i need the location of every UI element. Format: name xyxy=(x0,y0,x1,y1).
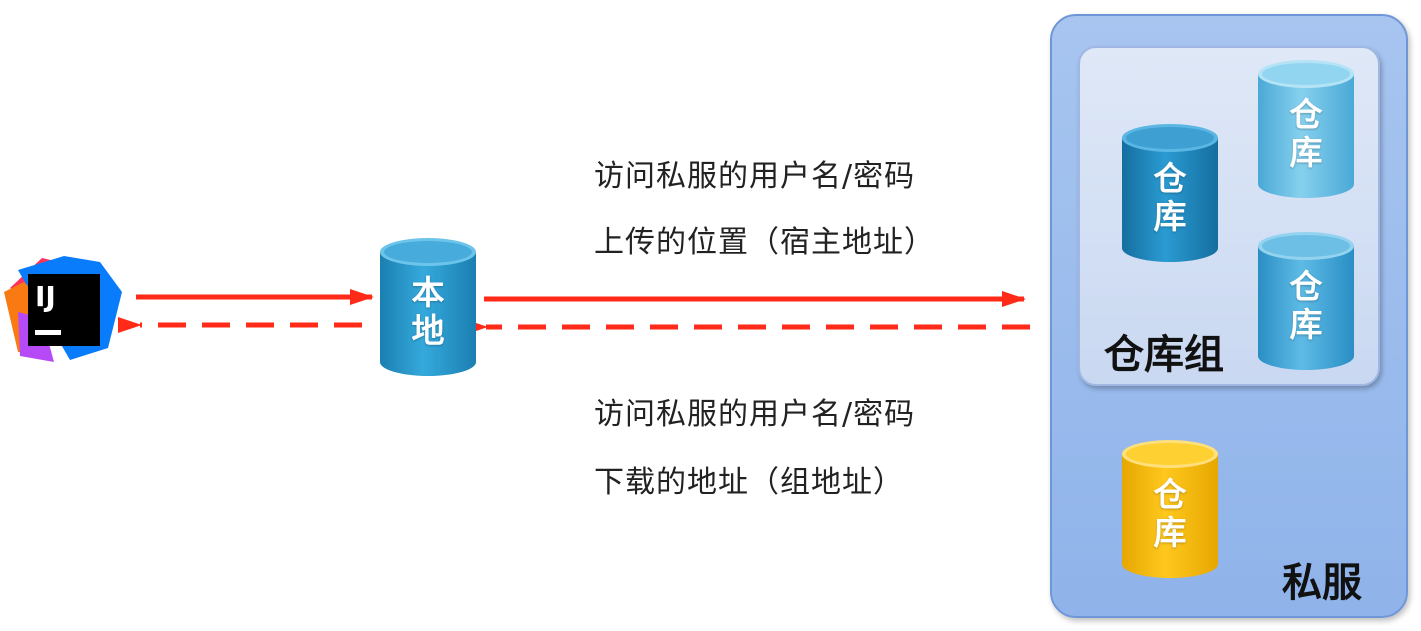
local-label-line2: 地 xyxy=(411,311,445,350)
ij-logo-text: IJ xyxy=(35,280,56,313)
standalone-repo-line2: 库 xyxy=(1153,513,1187,552)
group-repository-3: 仓 库 xyxy=(1258,232,1354,370)
group-repo-2-line1: 仓 xyxy=(1289,95,1323,134)
upload-credentials-note: 访问私服的用户名/密码 xyxy=(594,159,916,194)
standalone-repo-line1: 仓 xyxy=(1153,475,1187,514)
local-label-line1: 本 xyxy=(411,273,445,312)
local-repository: 本 地 xyxy=(380,238,476,376)
group-repo-2-line2: 库 xyxy=(1289,133,1323,172)
intellij-idea-icon: IJ xyxy=(4,252,122,364)
download-location-note: 下载的地址（组地址） xyxy=(594,465,904,500)
group-repo-1-line2: 库 xyxy=(1153,197,1187,236)
download-credentials-note: 访问私服的用户名/密码 xyxy=(594,397,916,432)
group-repo-1-line1: 仓 xyxy=(1153,159,1187,198)
repository-group-label: 仓库组 xyxy=(1104,332,1224,378)
group-repository-1: 仓 库 xyxy=(1122,124,1218,262)
group-repository-2: 仓 库 xyxy=(1258,60,1354,198)
group-repo-3-line2: 库 xyxy=(1289,305,1323,344)
private-server-label: 私服 xyxy=(1282,560,1362,606)
upload-location-note: 上传的位置（宿主地址） xyxy=(594,225,935,260)
standalone-repository: 仓 库 xyxy=(1122,440,1218,578)
group-repo-3-line1: 仓 xyxy=(1289,267,1323,306)
